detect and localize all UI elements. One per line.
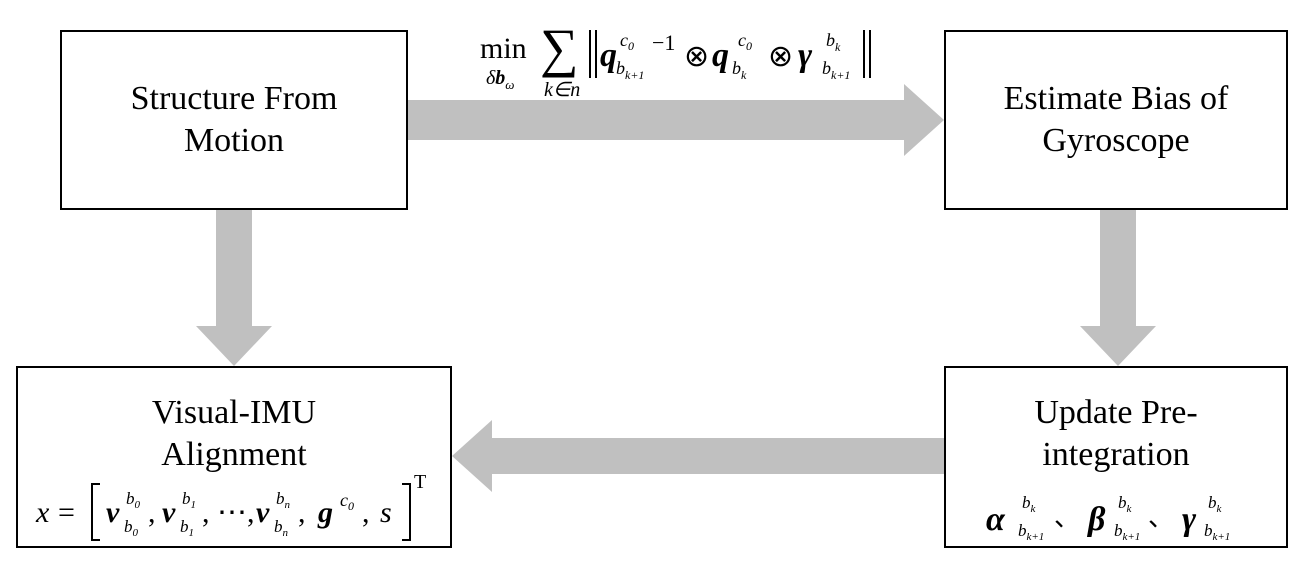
box-structure-from-motion: Structure From Motion [60,30,408,210]
svg-text:s: s [380,496,392,529]
svg-text:bk: bk [1208,493,1223,515]
arrow-sfm-to-gyro [408,84,944,156]
svg-text:⊗: ⊗ [768,40,793,73]
arrow-sfm-to-alignment [196,210,272,366]
update-title-line2: integration [1042,436,1190,473]
svg-text:v: v [256,496,270,529]
svg-text:β: β [1086,501,1106,538]
formula-q2: q [712,37,729,74]
sfm-title-line1: Structure From [130,80,338,117]
svg-text:, ⋯,: , ⋯, [202,496,255,529]
box-visual-imu-alignment: Visual-IMU Alignment [16,366,452,548]
svg-text:bk+1: bk+1 [1114,521,1140,543]
align-title-line1: Visual-IMU [151,394,317,431]
svg-text:,: , [362,496,370,529]
sfm-title-line2: Motion [183,122,285,159]
formula-sum-sub: k∈n [544,79,580,101]
svg-text:bk: bk [1118,493,1133,515]
svg-text:,: , [148,496,156,529]
svg-text:、: 、 [1148,503,1174,532]
box-update-preintegration: Update Pre- integration [944,366,1288,548]
formula-sum: ∑ [540,18,579,78]
svg-text:v: v [106,496,120,529]
arrow-gyro-to-update [1080,210,1156,366]
svg-text:g: g [317,496,333,529]
svg-text:T: T [414,471,426,493]
align-title-line2: Alignment [161,436,307,473]
svg-text:=: = [58,496,75,529]
svg-text:−1: −1 [652,30,675,55]
svg-text:bk+1: bk+1 [1018,521,1044,543]
gyro-title-line2: Gyroscope [1042,122,1190,159]
gyro-title-line1: Estimate Bias of [1003,80,1229,117]
svg-text:、: 、 [1054,503,1080,532]
arrow-update-to-alignment [452,420,944,492]
box-estimate-gyro-bias: Estimate Bias of Gyroscope [944,30,1288,210]
svg-text:γ: γ [1182,501,1197,538]
formula-min: min [480,32,527,65]
svg-text:α: α [986,501,1006,538]
svg-text:bk+1: bk+1 [1204,521,1230,543]
svg-text:⊗: ⊗ [684,40,709,73]
formula-q1: q [600,37,617,74]
svg-text:,: , [298,496,306,529]
svg-text:x: x [35,496,50,529]
formula-gamma: γ [798,37,813,74]
svg-text:bk: bk [1022,493,1037,515]
svg-text:v: v [162,496,176,529]
update-title-line1: Update Pre- [1034,394,1198,431]
